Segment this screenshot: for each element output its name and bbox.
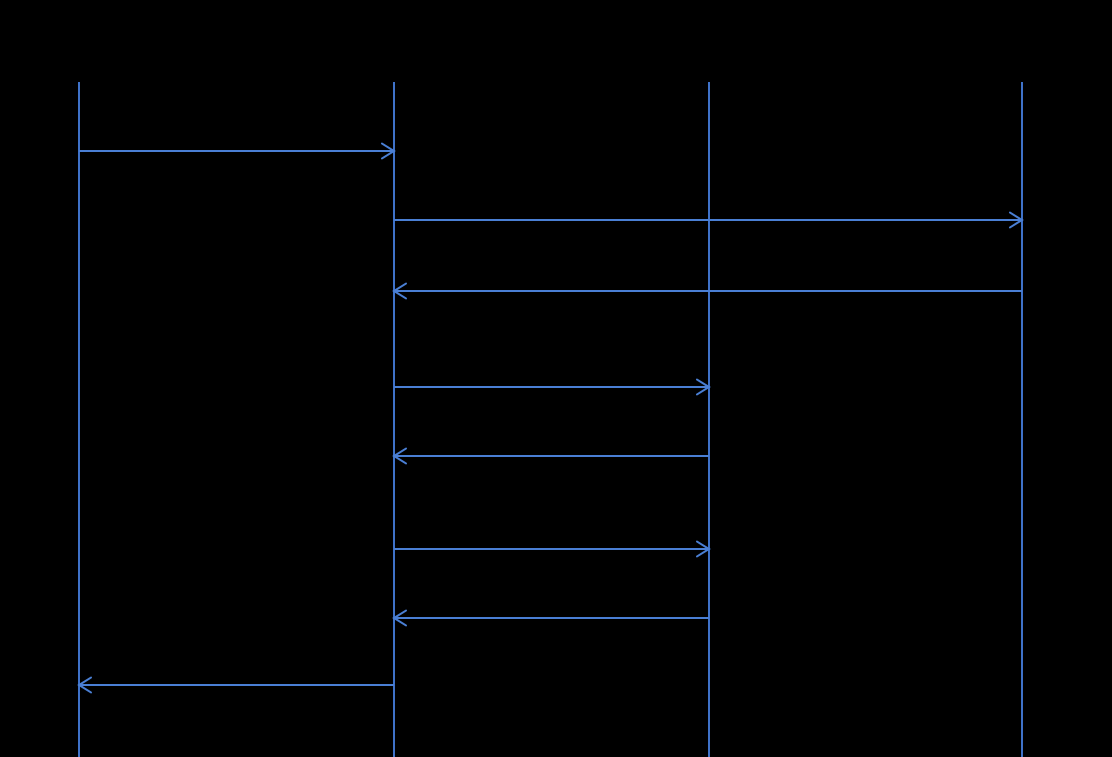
message-2[interactable] bbox=[394, 211, 1024, 229]
arrow-head-7 bbox=[392, 609, 407, 627]
arrow-head-3 bbox=[392, 282, 407, 300]
message-6[interactable] bbox=[394, 540, 711, 558]
arrow-head-8 bbox=[77, 676, 92, 694]
arrow-head-2 bbox=[1009, 211, 1024, 229]
message-5[interactable] bbox=[392, 447, 709, 465]
message-4[interactable] bbox=[394, 378, 711, 396]
arrow-head-6 bbox=[696, 540, 711, 558]
message-7[interactable] bbox=[392, 609, 709, 627]
arrow-head-1 bbox=[381, 142, 396, 160]
message-8[interactable] bbox=[77, 676, 394, 694]
message-1[interactable] bbox=[79, 142, 396, 160]
message-3[interactable] bbox=[392, 282, 1022, 300]
arrow-head-4 bbox=[696, 378, 711, 396]
arrow-head-5 bbox=[392, 447, 407, 465]
messages-layer bbox=[77, 142, 1024, 694]
participants-layer bbox=[78, 82, 1023, 757]
